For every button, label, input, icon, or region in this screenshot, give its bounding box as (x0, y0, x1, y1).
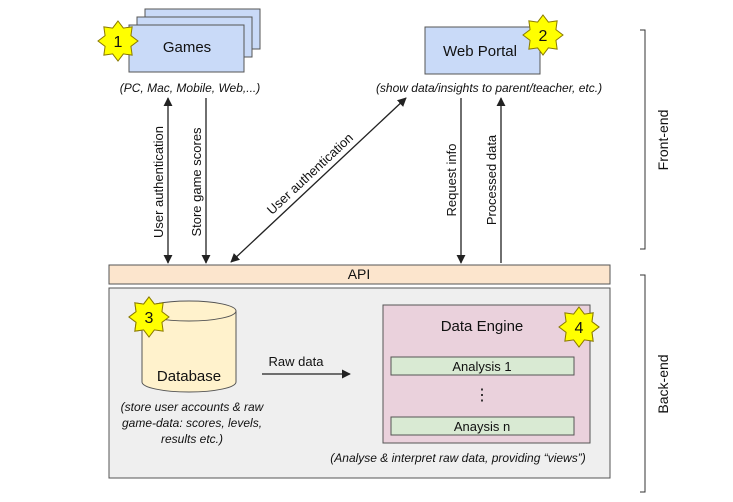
badge-2: 2 (522, 14, 564, 56)
label-request-info: Request info (444, 144, 459, 217)
label-processed-data: Processed data (484, 134, 499, 225)
front-end-bracket (640, 29, 646, 250)
database-label: Database (157, 368, 221, 385)
label-store-scores: Store game scores (189, 127, 204, 237)
analysis-n-label: Anaysis n (454, 419, 510, 434)
analysis-ellipsis: ⋮ (474, 387, 490, 404)
svg-text:2: 2 (539, 28, 548, 45)
badge-1: 1 (97, 20, 139, 62)
database-caption-line-1: (store user accounts & raw (121, 400, 265, 414)
data-engine-caption: (Analyse & interpret raw data, providing… (330, 451, 585, 465)
analysis-n-box (390, 416, 575, 436)
front-end-label: Front-end (655, 110, 671, 171)
database-caption-line-3: results etc.) (161, 432, 223, 446)
analysis-1-box (390, 356, 575, 376)
svg-text:4: 4 (575, 320, 584, 337)
web-portal-box (424, 26, 541, 75)
games-caption: (PC, Mac, Mobile, Web,...) (120, 81, 260, 95)
svg-text:1: 1 (114, 34, 123, 51)
badge-4-top: 4 (558, 306, 600, 348)
back-end-label: Back-end (655, 354, 671, 413)
arrow-user-auth-portal (230, 97, 407, 263)
api-bar (108, 264, 611, 285)
label-raw-data: Raw data (269, 354, 325, 369)
svg-text:3: 3 (145, 310, 154, 327)
label-user-auth-portal: User authentication (264, 130, 356, 217)
back-end-bracket (640, 274, 646, 493)
web-portal-label: Web Portal (443, 43, 517, 60)
api-label: API (348, 266, 371, 282)
games-label: Games (163, 39, 211, 56)
analysis-1-label: Analysis 1 (452, 359, 511, 374)
label-user-auth-games: User authentication (151, 126, 166, 238)
database-caption-line-2: game-data: scores, levels, (122, 416, 262, 430)
data-engine-title: Data Engine (441, 318, 524, 335)
badge-3-top: 3 (128, 296, 170, 338)
games-box (128, 8, 261, 73)
web-portal-caption: (show data/insights to parent/teacher, e… (376, 81, 602, 95)
